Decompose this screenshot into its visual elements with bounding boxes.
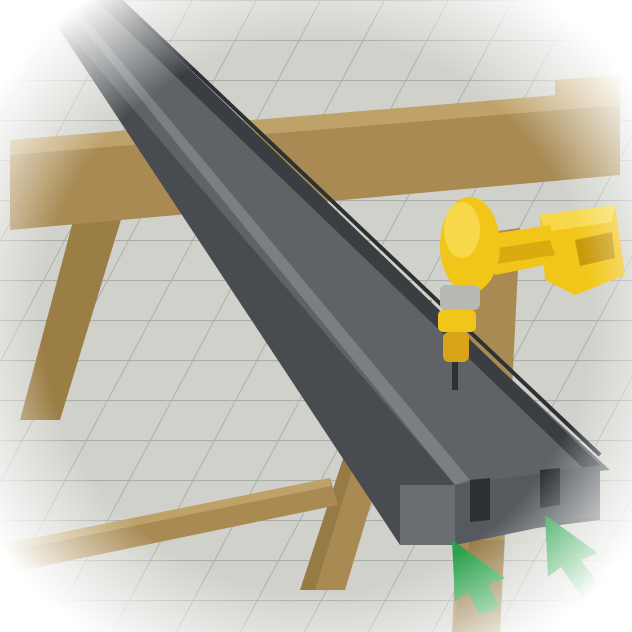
illustration-frame: [0, 0, 632, 632]
gutter-install-illustration: [0, 0, 632, 632]
vignette-overlay: [0, 0, 632, 632]
